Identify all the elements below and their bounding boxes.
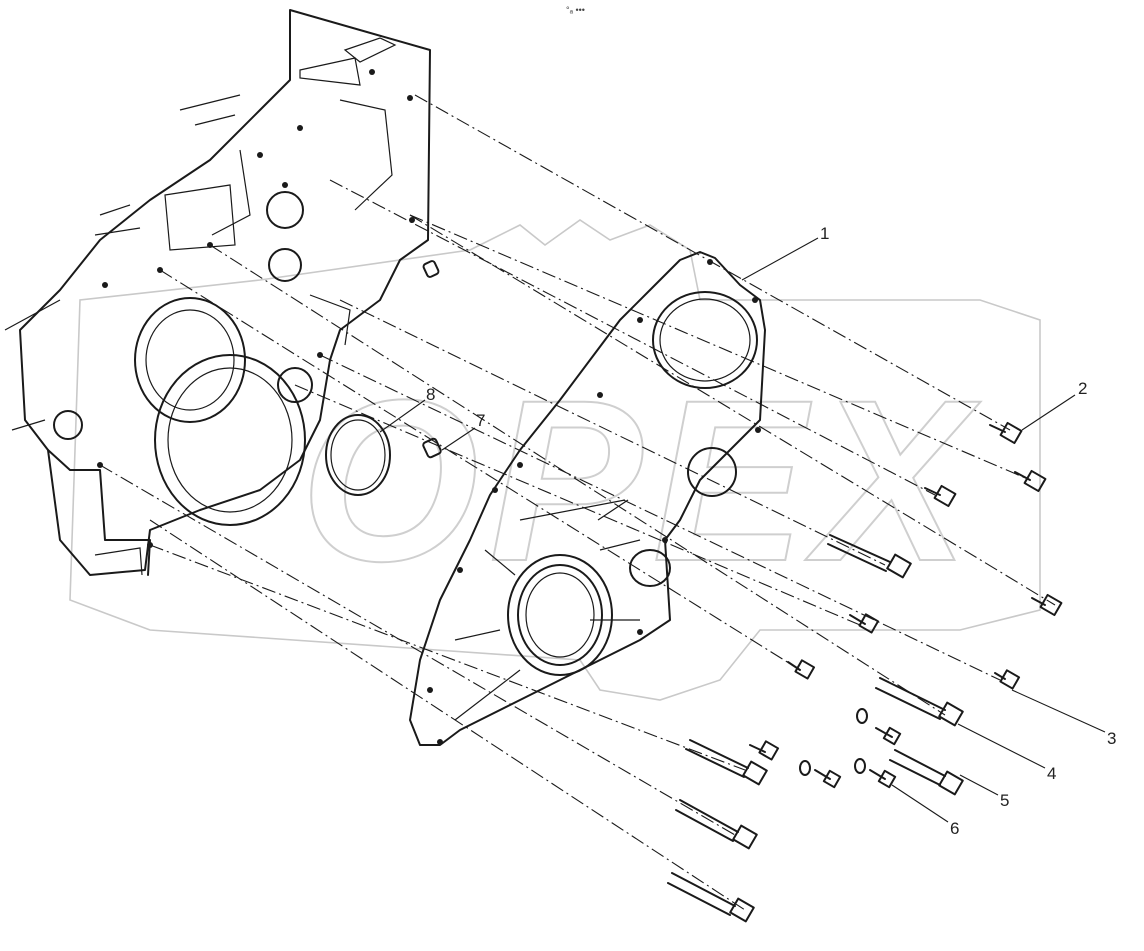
header-mark: °ₐ ••• — [566, 5, 585, 15]
callout-5: 5 — [1000, 791, 1009, 810]
long-bolt — [675, 799, 758, 850]
watermark-text: OPEX — [300, 352, 981, 609]
bolt — [1031, 593, 1063, 617]
callout-6: 6 — [950, 819, 959, 838]
front-cover-plate — [409, 251, 766, 746]
callout-4: 4 — [1047, 764, 1056, 783]
watermark: OPEX — [69, 219, 1041, 701]
bolt — [787, 659, 816, 680]
long-bolt — [827, 534, 912, 579]
callout-labels: 1 2 3 4 5 6 7 8 — [426, 224, 1116, 838]
long-bolt — [889, 749, 964, 796]
bolt — [1014, 469, 1047, 493]
long-bolt — [667, 872, 755, 923]
engine-block — [4, 9, 431, 576]
o-ring — [325, 414, 391, 496]
screw — [869, 769, 897, 789]
screw — [814, 769, 842, 789]
long-bolt — [749, 740, 780, 761]
bolt — [849, 613, 880, 634]
fasteners — [667, 421, 1063, 923]
long-bolt — [875, 677, 964, 727]
callout-1: 1 — [820, 224, 829, 243]
dowel-pins — [422, 260, 442, 459]
washer — [799, 760, 811, 776]
callout-7: 7 — [476, 411, 485, 430]
bolt — [989, 421, 1023, 445]
screw — [875, 726, 902, 746]
callout-2: 2 — [1078, 379, 1087, 398]
bolt — [994, 669, 1021, 690]
washer — [856, 708, 868, 724]
callout-8: 8 — [426, 385, 435, 404]
callout-3: 3 — [1107, 729, 1116, 748]
washer — [854, 758, 866, 774]
alignment-lines — [99, 94, 1056, 911]
callout-leaders — [379, 237, 1106, 823]
bolt — [924, 484, 957, 508]
long-bolt — [685, 739, 768, 786]
